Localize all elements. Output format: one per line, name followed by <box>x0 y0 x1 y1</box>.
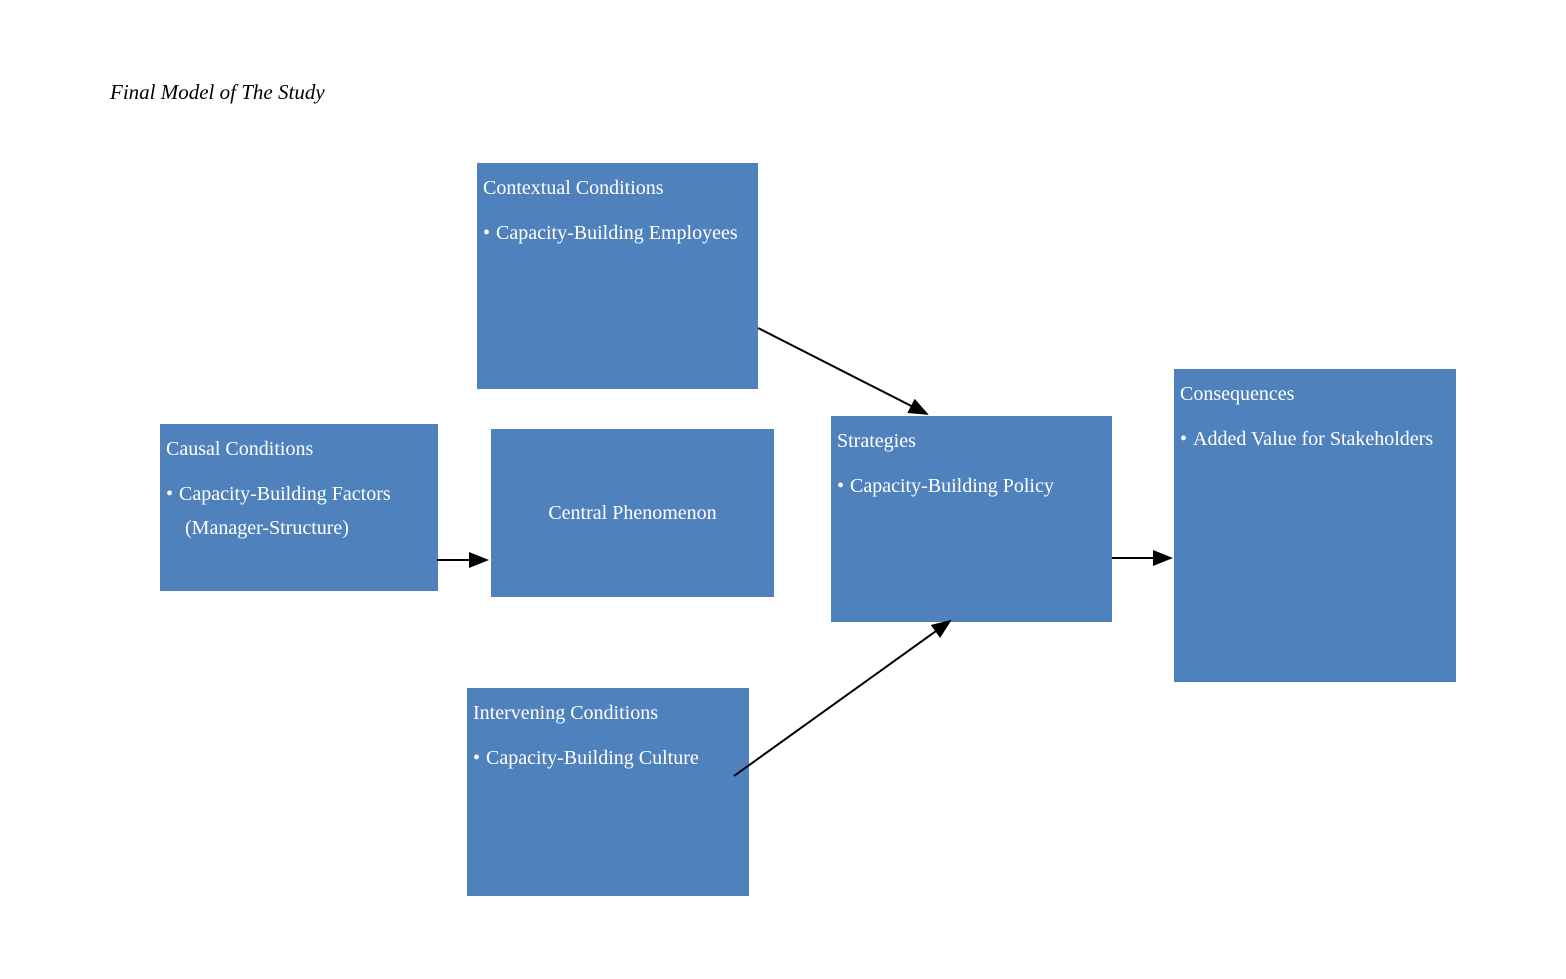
bullet-text: Capacity-Building Culture <box>486 747 699 769</box>
box-bullet-strategies: •Capacity-Building Policy <box>837 469 1106 503</box>
box-heading-strategies: Strategies <box>837 430 916 452</box>
box-intervening-conditions: Intervening Conditions •Capacity-Buildin… <box>467 688 749 896</box>
box-bullet-contextual: •Capacity-Building Employees <box>483 216 752 250</box>
box-central-phenomenon: Central Phenomenon <box>491 429 774 597</box>
box-heading-consequences: Consequences <box>1180 383 1295 405</box>
bullet-glyph: • <box>837 475 845 497</box>
box-consequences: Consequences •Added Value for Stakeholde… <box>1174 369 1456 682</box>
bullet-text: Capacity-Building Policy <box>850 475 1054 497</box>
box-heading-contextual: Contextual Conditions <box>483 177 664 199</box>
bullet-glyph: • <box>483 222 491 244</box>
box-contextual-conditions: Contextual Conditions •Capacity-Building… <box>477 163 758 389</box>
box-heading-causal: Causal Conditions <box>166 438 314 460</box>
box-strategies: Strategies •Capacity-Building Policy <box>831 416 1112 622</box>
bullet-text: Capacity-Building Factors <box>179 483 391 505</box>
box-causal-conditions: Causal Conditions •Capacity-Building Fac… <box>160 424 438 591</box>
box-heading-intervening: Intervening Conditions <box>473 702 658 724</box>
box-bullet-consequences: •Added Value for Stakeholders <box>1180 422 1450 456</box>
bullet-glyph: • <box>166 483 174 505</box>
box-bullet-intervening: •Capacity-Building Culture <box>473 741 743 775</box>
arrow-contextual-to-strategies <box>757 327 929 415</box>
arrow-intervening-to-strategies <box>733 619 952 777</box>
bullet-glyph: • <box>473 747 481 769</box>
figure-title: Final Model of The Study <box>110 80 325 104</box>
bullet-text-continuation: (Manager-Structure) <box>185 517 349 539</box>
bullet-glyph: • <box>1180 428 1188 450</box>
bullet-text: Capacity-Building Employees <box>496 222 738 244</box>
box-bullet-causal: •Capacity-Building Factors <box>166 477 432 511</box>
box-heading-central: Central Phenomenon <box>548 502 717 524</box>
bullet-text: Added Value for Stakeholders <box>1193 428 1434 450</box>
